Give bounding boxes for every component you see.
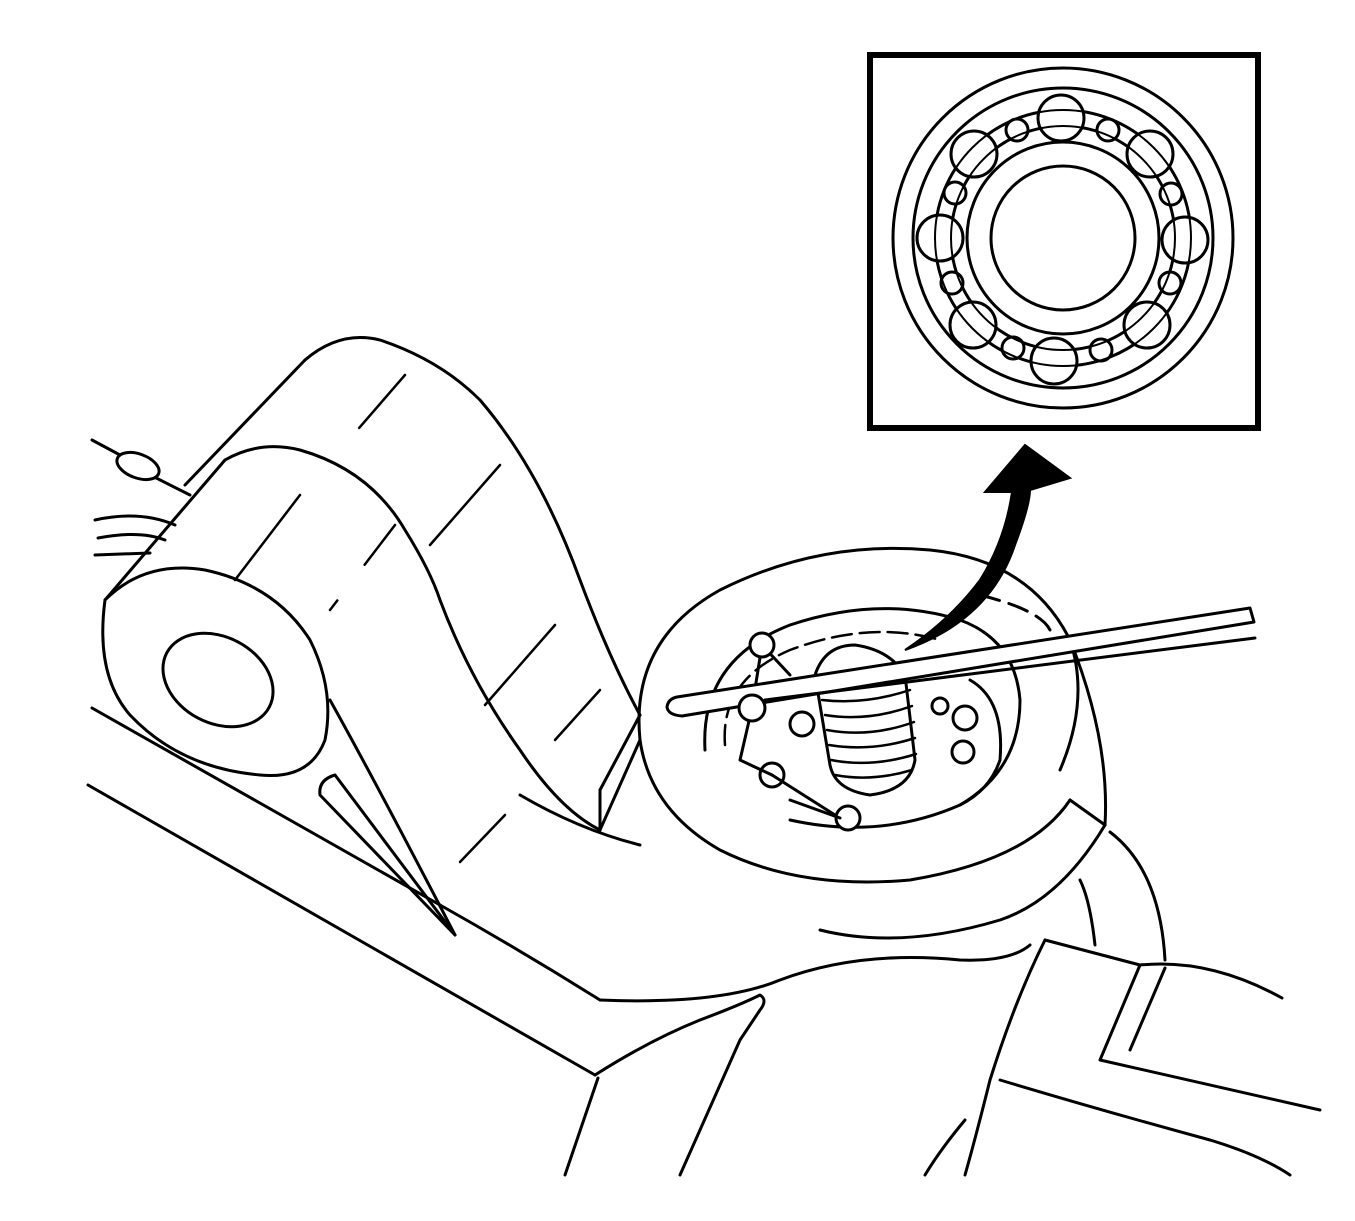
callout-arrow	[904, 443, 1073, 651]
detail-inset	[867, 52, 1261, 431]
frame-structure	[86, 706, 1322, 1177]
probe-pick-tool	[665, 606, 1257, 723]
ball-bearing-ring	[915, 93, 1210, 386]
upper-control-arm	[183, 336, 642, 937]
bushing	[90, 438, 330, 778]
bearing-housing	[598, 546, 1108, 940]
